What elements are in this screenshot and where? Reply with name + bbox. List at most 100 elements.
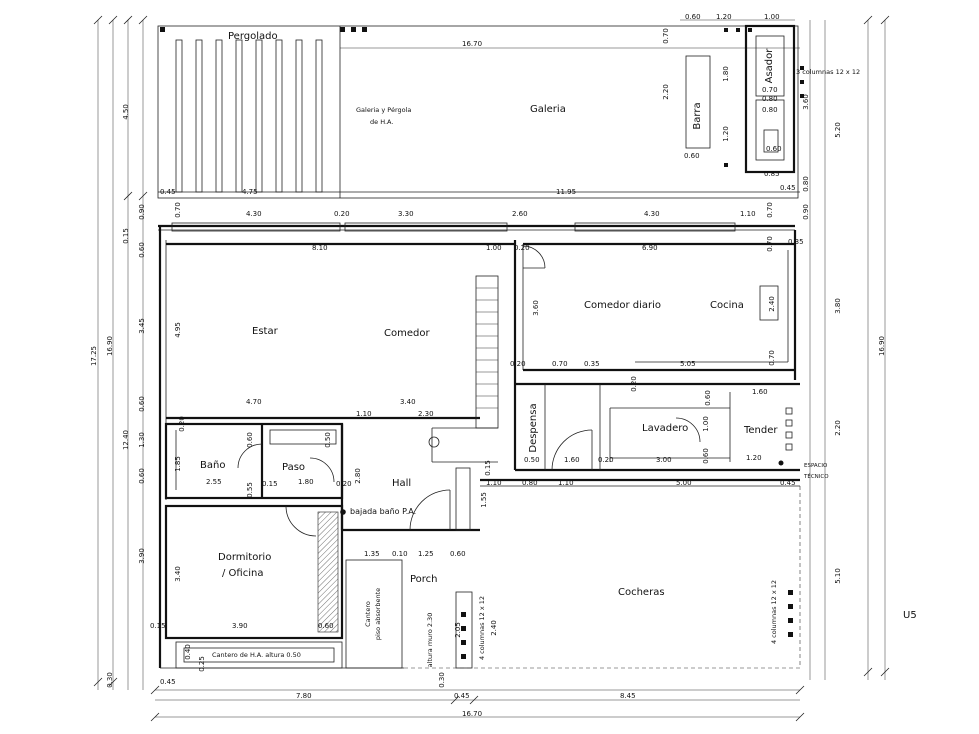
dim: 2.05 bbox=[454, 622, 462, 638]
dim: 5.00 bbox=[676, 479, 692, 487]
dim: 1.85 bbox=[174, 456, 182, 472]
dim: 0.60 bbox=[704, 390, 712, 406]
dim: 1.20 bbox=[716, 13, 732, 21]
dim: 0.60 bbox=[685, 13, 701, 21]
dim: 7.80 bbox=[296, 692, 312, 700]
dim: 2.55 bbox=[206, 478, 222, 486]
dim: 5.20 bbox=[834, 122, 842, 138]
dimension-texts: 0.60 1.20 1.00 16.70 0.70 2.20 1.80 1.20… bbox=[90, 13, 886, 718]
dim: 12.40 bbox=[122, 430, 130, 450]
label-columnas-right: 4 columnas 12 x 12 bbox=[770, 580, 778, 644]
dim: 4.70 bbox=[246, 398, 262, 406]
dim: 4.30 bbox=[644, 210, 660, 218]
label-cantero-ha: Cantero de H.A. altura 0.50 bbox=[212, 651, 301, 659]
dim: 1.10 bbox=[740, 210, 756, 218]
label-galeria-pergola-1: Galeria y Pérgola bbox=[356, 106, 411, 114]
dim: 11.95 bbox=[556, 188, 576, 196]
label-cantero-2: piso absorbente bbox=[374, 588, 382, 640]
dim: 0.70 bbox=[766, 202, 774, 218]
dim: 0.70 bbox=[768, 350, 776, 366]
dim: 2.80 bbox=[354, 468, 362, 484]
dim: 4.30 bbox=[246, 210, 262, 218]
dim: 0.20 bbox=[510, 360, 526, 368]
dim: 0.20 bbox=[630, 376, 638, 392]
dim: 0.10 bbox=[392, 550, 408, 558]
label-cantero-1: Cantero bbox=[364, 601, 372, 627]
dim: 0.45 bbox=[780, 184, 796, 192]
dim: 0.60 bbox=[450, 550, 466, 558]
dim: 16.70 bbox=[462, 40, 482, 48]
dim: 3.60 bbox=[532, 300, 540, 316]
dim: 0.70 bbox=[552, 360, 568, 368]
dim: 1.00 bbox=[486, 244, 502, 252]
label-columnas-center: 4 columnas 12 x 12 bbox=[478, 596, 486, 660]
dim: 0.45 bbox=[160, 188, 176, 196]
dim: 0.80 bbox=[762, 106, 778, 114]
dim: 1.20 bbox=[722, 126, 730, 142]
dim: 2.60 bbox=[512, 210, 528, 218]
dim: 3.60 bbox=[802, 94, 810, 110]
dim: 0.15 bbox=[484, 460, 492, 476]
dim: 1.10 bbox=[558, 479, 574, 487]
label-espacio-1: ESPACIO bbox=[804, 463, 828, 469]
dim: 0.70 bbox=[174, 202, 182, 218]
dim: 2.40 bbox=[490, 620, 498, 636]
dim: 8.45 bbox=[620, 692, 636, 700]
dim: 16.90 bbox=[106, 336, 114, 356]
dim: 0.90 bbox=[138, 204, 146, 220]
label-dormitorio-2: / Oficina bbox=[222, 568, 263, 579]
label-dormitorio-1: Dormitorio bbox=[218, 552, 271, 563]
dim: 0.70 bbox=[762, 86, 778, 94]
dim: 2.30 bbox=[418, 410, 434, 418]
label-galeria: Galeria bbox=[530, 104, 566, 115]
label-pergolado: Pergolado bbox=[228, 31, 278, 42]
label-tender: Tender bbox=[743, 425, 778, 436]
dim: 2.20 bbox=[662, 84, 670, 100]
dim: 0.70 bbox=[766, 236, 774, 252]
dim: 0.80 bbox=[762, 95, 778, 103]
dim: 0.20 bbox=[334, 210, 350, 218]
dim: 0.20 bbox=[178, 416, 186, 432]
dim: 0.50 bbox=[324, 432, 332, 448]
label-porch: Porch bbox=[410, 574, 438, 585]
dim: 3.90 bbox=[232, 622, 248, 630]
dim: 16.90 bbox=[878, 336, 886, 356]
label-comedor-diario: Comedor diario bbox=[584, 300, 661, 311]
dim: 1.35 bbox=[364, 550, 380, 558]
label-altura-muro: altura muro 2.30 bbox=[426, 613, 434, 668]
label-lavadero: Lavadero bbox=[642, 423, 688, 434]
dim: 0.60 bbox=[138, 396, 146, 412]
dim: 1.00 bbox=[764, 13, 780, 21]
dim: 1.10 bbox=[486, 479, 502, 487]
dim: 0.35 bbox=[584, 360, 600, 368]
dim: 0.15 bbox=[150, 622, 166, 630]
dim: 1.80 bbox=[298, 478, 314, 486]
dim: 0.40 bbox=[184, 644, 192, 660]
dim: 4.75 bbox=[242, 188, 258, 196]
dim: 0.90 bbox=[802, 204, 810, 220]
dim: 1.55 bbox=[480, 492, 488, 508]
label-galeria-pergola-2: de H.A. bbox=[370, 118, 393, 126]
dim: 3.40 bbox=[174, 566, 182, 582]
dim: 0.45 bbox=[454, 692, 470, 700]
dim: 4.50 bbox=[122, 104, 130, 120]
dim: 1.60 bbox=[752, 388, 768, 396]
label-comedor: Comedor bbox=[384, 328, 430, 339]
dim: 3.80 bbox=[834, 298, 842, 314]
label-estar: Estar bbox=[252, 326, 279, 337]
dim: 0.60 bbox=[766, 145, 782, 153]
dim: 3.45 bbox=[138, 318, 146, 334]
dim: 0.30 bbox=[106, 672, 114, 688]
dim: 1.60 bbox=[564, 456, 580, 464]
dim: 0.85 bbox=[764, 170, 780, 178]
dim: 3.90 bbox=[138, 548, 146, 564]
dim: 1.00 bbox=[702, 416, 710, 432]
dim: 0.80 bbox=[802, 176, 810, 192]
dim: 1.80 bbox=[722, 66, 730, 82]
label-side-note: U5 bbox=[903, 610, 917, 621]
label-columnas-top: 3 columnas 12 x 12 bbox=[796, 68, 860, 76]
dim: 0.60 bbox=[702, 448, 710, 464]
label-paso: Paso bbox=[282, 462, 305, 473]
dim: 0.55 bbox=[246, 482, 254, 498]
